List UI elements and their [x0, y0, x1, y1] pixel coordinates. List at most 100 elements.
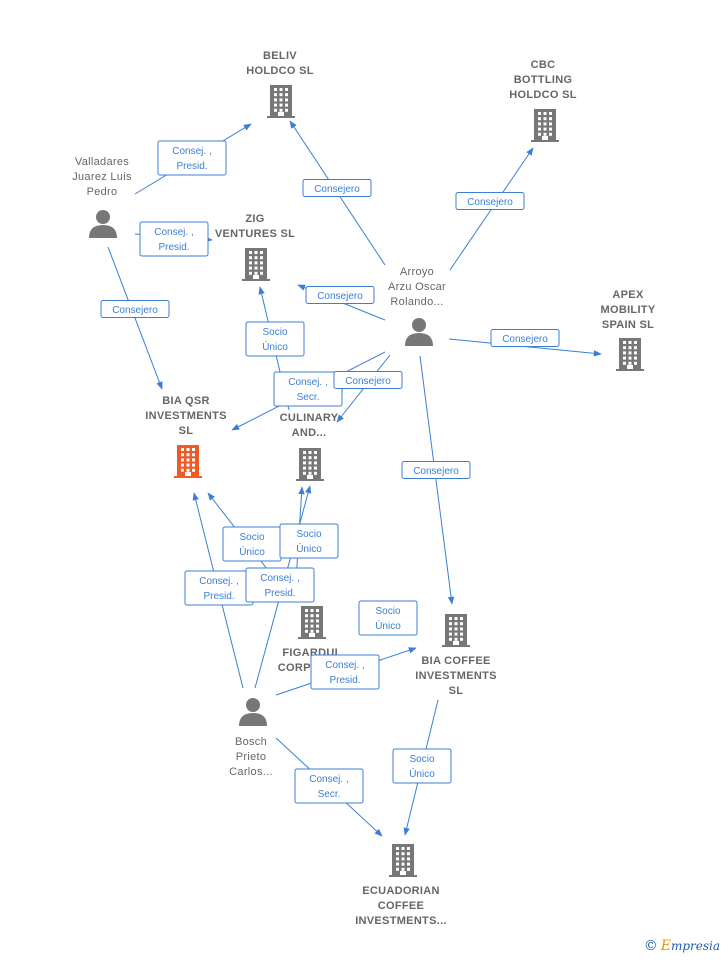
node-zig[interactable]: ZIG VENTURES SL	[215, 213, 295, 281]
edge-label[interactable]: Consejero	[490, 329, 560, 347]
edge-label-text: Único	[239, 545, 265, 558]
node-bosch[interactable]: BoschPrietoCarlos...	[229, 698, 273, 778]
edge-label-text: Consejero	[314, 184, 360, 195]
building-icon[interactable]	[267, 85, 295, 118]
node-label[interactable]: SL	[179, 425, 194, 437]
node-ecuadorian[interactable]: ECUADORIAN COFFEE INVESTMENTS...	[355, 844, 447, 927]
building-icon[interactable]	[174, 445, 202, 478]
node-label[interactable]: VENTURES SL	[215, 228, 295, 240]
edge-label[interactable]: Consejero	[100, 300, 170, 318]
node-culinary[interactable]: ...CULINARYAND...	[280, 397, 339, 481]
node-label[interactable]: INVESTMENTS	[415, 670, 497, 682]
node-beliv[interactable]: BELIV HOLDCO SL	[246, 50, 313, 118]
node-label[interactable]: BOTTLING	[514, 74, 573, 86]
edge-label-text: Socio	[262, 327, 287, 338]
node-label[interactable]: CBC	[531, 59, 556, 71]
node-label[interactable]: HOLDCO SL	[246, 65, 313, 77]
edge-label[interactable]: Consej. ,Presid.	[157, 140, 227, 176]
edge-label-box[interactable]	[392, 748, 452, 784]
edge-label-box[interactable]	[294, 768, 364, 804]
node-label[interactable]: HOLDCO SL	[509, 89, 576, 101]
edge-label-box[interactable]	[245, 567, 315, 603]
empresia-watermark[interactable]: ©Empresia	[644, 938, 720, 954]
node-label[interactable]: AND...	[292, 427, 327, 439]
node-label[interactable]: MOBILITY	[601, 304, 656, 316]
person-icon[interactable]	[239, 698, 267, 726]
person-icon[interactable]	[405, 318, 433, 346]
edge-label[interactable]: Consej. ,Presid.	[245, 567, 315, 603]
edge-label[interactable]: Consejero	[333, 371, 403, 389]
node-label[interactable]: ECUADORIAN	[362, 885, 440, 897]
edge-label-text: Consej. ,	[154, 227, 193, 238]
building-icon[interactable]	[389, 844, 417, 877]
node-label[interactable]: CULINARY	[280, 412, 339, 424]
node-label[interactable]: Pedro	[87, 186, 118, 198]
node-label[interactable]: BELIV	[263, 50, 297, 62]
node-figardul[interactable]: FIGARDULCORPORA...	[278, 606, 346, 674]
node-label[interactable]: BIA QSR	[162, 395, 210, 407]
node-cbc[interactable]: CBC BOTTLING HOLDCO SL	[509, 59, 576, 142]
edge-label-text: Presid.	[264, 588, 295, 599]
node-label[interactable]: Bosch	[235, 736, 267, 748]
edge-label[interactable]: Consejero	[455, 192, 525, 210]
building-icon[interactable]	[531, 109, 559, 142]
edge-label[interactable]: Consej. ,Secr.	[273, 371, 343, 407]
node-label[interactable]: ZIG	[245, 213, 264, 225]
node-biaqsr[interactable]: BIA QSR INVESTMENTS SL	[145, 395, 227, 478]
node-label[interactable]: Prieto	[236, 751, 267, 763]
edge-label-box[interactable]	[139, 221, 209, 257]
edge-label-box[interactable]	[279, 523, 339, 559]
edge-label-text: Secr.	[318, 789, 341, 800]
edge-label-box[interactable]	[100, 300, 170, 318]
edge-label[interactable]: Consejero	[302, 179, 372, 197]
node-label[interactable]: Carlos...	[229, 766, 273, 778]
edge-label-text: Socio	[375, 606, 400, 617]
edge-label-box[interactable]	[310, 654, 380, 690]
node-apex[interactable]: APEX MOBILITY SPAIN SL	[601, 289, 656, 371]
edge-label[interactable]: Consejero	[305, 286, 375, 304]
node-label[interactable]: Valladares	[75, 156, 129, 168]
edge-label-box[interactable]	[305, 286, 375, 304]
building-icon[interactable]	[296, 448, 324, 481]
edge-label-box[interactable]	[401, 461, 471, 479]
edge-label-text: Socio	[239, 532, 264, 543]
edge-label-text: Consejero	[112, 305, 158, 316]
edge-label[interactable]: Consej. ,Secr.	[294, 768, 364, 804]
building-icon[interactable]	[242, 248, 270, 281]
edge-label-box[interactable]	[490, 329, 560, 347]
building-icon[interactable]	[298, 606, 326, 639]
edge-label-text: Consej. ,	[325, 660, 364, 671]
node-label[interactable]: SL	[449, 685, 464, 697]
building-icon[interactable]	[616, 338, 644, 371]
edge-label[interactable]: Consej. ,Presid.	[310, 654, 380, 690]
node-label[interactable]: Juarez Luis	[72, 171, 132, 183]
edge-label-box[interactable]	[333, 371, 403, 389]
node-label[interactable]: Arzu Oscar	[388, 281, 446, 293]
node-label[interactable]: Arroyo	[400, 266, 434, 278]
edge-label-box[interactable]	[157, 140, 227, 176]
building-icon[interactable]	[442, 614, 470, 647]
edge-label[interactable]: Consejero	[401, 461, 471, 479]
person-icon[interactable]	[89, 210, 117, 238]
edge-label-box[interactable]	[455, 192, 525, 210]
node-label[interactable]: INVESTMENTS	[145, 410, 227, 422]
node-label[interactable]: Rolando...	[390, 296, 443, 308]
node-label[interactable]: COFFEE	[378, 900, 424, 912]
node-label[interactable]: APEX	[612, 289, 644, 301]
node-biacoffee[interactable]: BIA COFFEE INVESTMENTS SL	[415, 614, 497, 697]
edge-label-box[interactable]	[358, 600, 418, 636]
node-label[interactable]: BIA COFFEE	[421, 655, 490, 667]
edge-label-box[interactable]	[245, 321, 305, 357]
node-label[interactable]: SPAIN SL	[602, 319, 654, 331]
node-label[interactable]: INVESTMENTS...	[355, 915, 447, 927]
edge-label[interactable]: Consej. ,Presid.	[139, 221, 209, 257]
edge-label-box[interactable]	[302, 179, 372, 197]
edge-label[interactable]: Consej. ,Presid.	[184, 570, 254, 606]
